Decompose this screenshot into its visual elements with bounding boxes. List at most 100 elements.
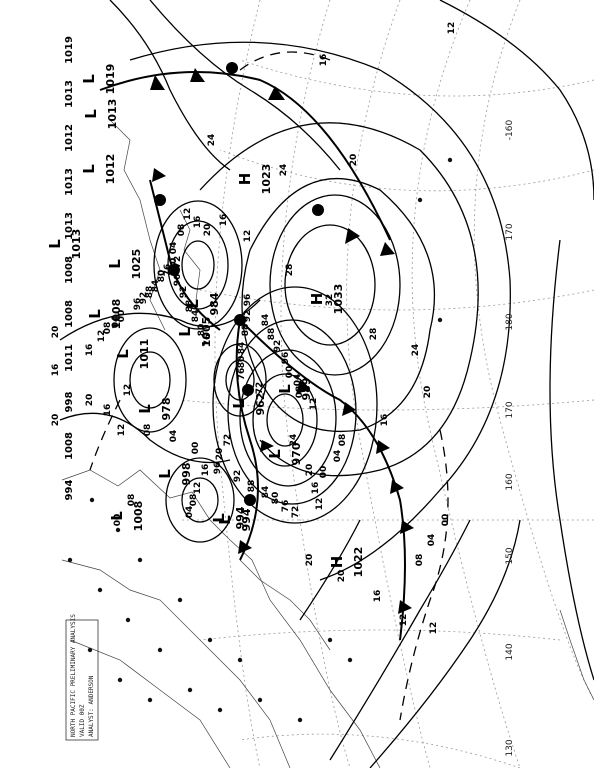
- legend-line: NORTH PACIFIC PRELIMINARY ANALYSIS: [70, 614, 77, 737]
- coastlines: [61, 119, 594, 768]
- isobar-label: 08: [127, 494, 137, 507]
- longitude-label: 170: [505, 223, 515, 240]
- margin-pressure-label: 1013: [64, 80, 75, 108]
- longitude-label: 160: [505, 473, 515, 490]
- isobar-east: [549, 239, 594, 681]
- pressure-center-value: 1022: [352, 547, 365, 578]
- isobar-label: 96: [281, 352, 291, 365]
- isobar-label: 00: [113, 514, 123, 527]
- isobar-label: 04: [111, 316, 121, 329]
- pressure-center-low: L: [156, 469, 174, 479]
- isobar-label: 72: [255, 382, 265, 395]
- pressure-center-value: 1013: [70, 229, 83, 260]
- pressure-center-value: 970: [290, 442, 303, 465]
- legend-line: VALID 00Z: [79, 704, 86, 737]
- isobar-label: 00: [285, 366, 295, 379]
- isobar-label: 16: [103, 404, 113, 417]
- isobar-label: 12: [193, 482, 203, 495]
- fronts: [99, 62, 414, 641]
- isobar-label: 04: [293, 374, 303, 387]
- pressure-center-low: L: [106, 259, 124, 269]
- isobar-label: 12: [399, 614, 409, 627]
- isobar-south-3: [369, 519, 521, 768]
- isobar-1020: [199, 122, 479, 477]
- isobar-label: 84: [261, 486, 271, 499]
- isobar-label: 80: [271, 492, 281, 505]
- isobar-1016: [129, 41, 511, 581]
- isobar-label: 04: [427, 534, 437, 547]
- margin-pressure-label: 1011: [64, 344, 75, 372]
- isobar-label: 20: [51, 414, 61, 427]
- isobar-label: 00: [117, 310, 127, 323]
- isobar-label: 16: [201, 464, 211, 477]
- pressure-center-value: 1005: [200, 317, 213, 348]
- isobar-label: 00: [191, 442, 201, 455]
- longitude-label: 180: [505, 313, 515, 330]
- isobar-label: 80: [237, 356, 247, 369]
- isobar-label: 96: [133, 298, 143, 311]
- isobar-south-2: [329, 519, 471, 761]
- isobar-label: 88: [247, 480, 257, 493]
- margin-pressure-label: 1013: [64, 168, 75, 196]
- margin-pressure-label: 1008: [64, 300, 75, 328]
- isobar-label: 96: [213, 462, 223, 475]
- isobar-label: 16: [380, 414, 390, 427]
- isobar-label: 00: [319, 466, 329, 479]
- pressure-center-low: L: [230, 399, 248, 409]
- isobar-label: 24: [411, 344, 421, 357]
- isobar-label: 12: [123, 384, 133, 397]
- isobar-label: 76: [203, 334, 213, 347]
- margin-pressure-label: 1008: [64, 432, 75, 460]
- longitude-label: 170: [505, 401, 515, 418]
- isobar-label: 96: [173, 274, 183, 287]
- trough-3: [89, 399, 121, 471]
- isobar-north-1: [109, 0, 231, 171]
- isobar-label: 12: [315, 498, 325, 511]
- isobar-label: 76: [281, 500, 291, 513]
- margin-pressure-label: 1008: [64, 256, 75, 284]
- pressure-center-value: 998: [180, 463, 193, 486]
- pressure-center-low: L: [276, 384, 294, 394]
- pressure-center-low: L: [216, 515, 234, 525]
- isobar-label: 20: [51, 326, 61, 339]
- isobar-label: 72: [291, 506, 301, 519]
- isobar-label: 20: [305, 554, 315, 567]
- margin-pressure-label: 1012: [64, 124, 75, 152]
- front-occluded: [235, 319, 259, 561]
- isobar-label: 12: [309, 398, 319, 411]
- longitude-label: 150: [505, 547, 515, 564]
- isobar-label: 08: [338, 434, 348, 447]
- isobar-label: 84: [191, 310, 201, 323]
- pressure-center-value: 1033: [332, 284, 345, 315]
- isobar-label: 92: [233, 470, 243, 483]
- pressure-center-value: 1019: [104, 64, 117, 95]
- isobar-label: 16: [311, 482, 321, 495]
- isobar-1012-north: [439, 0, 594, 201]
- pressure-center-high: H: [236, 173, 254, 186]
- station-plots: [67, 157, 453, 723]
- isobar-label: 16: [193, 216, 203, 229]
- pressure-center-value: 1008: [110, 299, 123, 330]
- isobar-label: 80: [197, 324, 207, 337]
- isobar-label: 20: [337, 570, 347, 583]
- isobar-label: 28: [285, 264, 295, 277]
- margin-pressure-label: 998: [64, 392, 75, 413]
- isobar-label: 16: [51, 364, 61, 377]
- margin-pressure-label: 1019: [64, 36, 75, 64]
- isobar-label: 00: [441, 514, 451, 527]
- pressure-center-low: L: [176, 327, 194, 337]
- isobar-label: 04: [333, 450, 343, 463]
- isobar-label: 28: [369, 328, 379, 341]
- isobar-label: 12: [117, 424, 127, 437]
- isobar-label: 08: [103, 322, 113, 335]
- isobar-label: 16: [219, 214, 229, 227]
- pressure-center-value: 994: [234, 506, 247, 529]
- isobar-label: 92: [179, 286, 189, 299]
- isobar-label: 88: [145, 286, 155, 299]
- isobar-label: 08: [177, 224, 187, 237]
- legend: NORTH PACIFIC PRELIMINARY ANALYSIS VALID…: [65, 614, 99, 741]
- isobar-label: 84: [261, 314, 271, 327]
- pressure-center-value: 1023: [260, 164, 273, 195]
- margin-pressure-label: 994: [64, 480, 75, 501]
- isobar-label: 24: [207, 134, 217, 147]
